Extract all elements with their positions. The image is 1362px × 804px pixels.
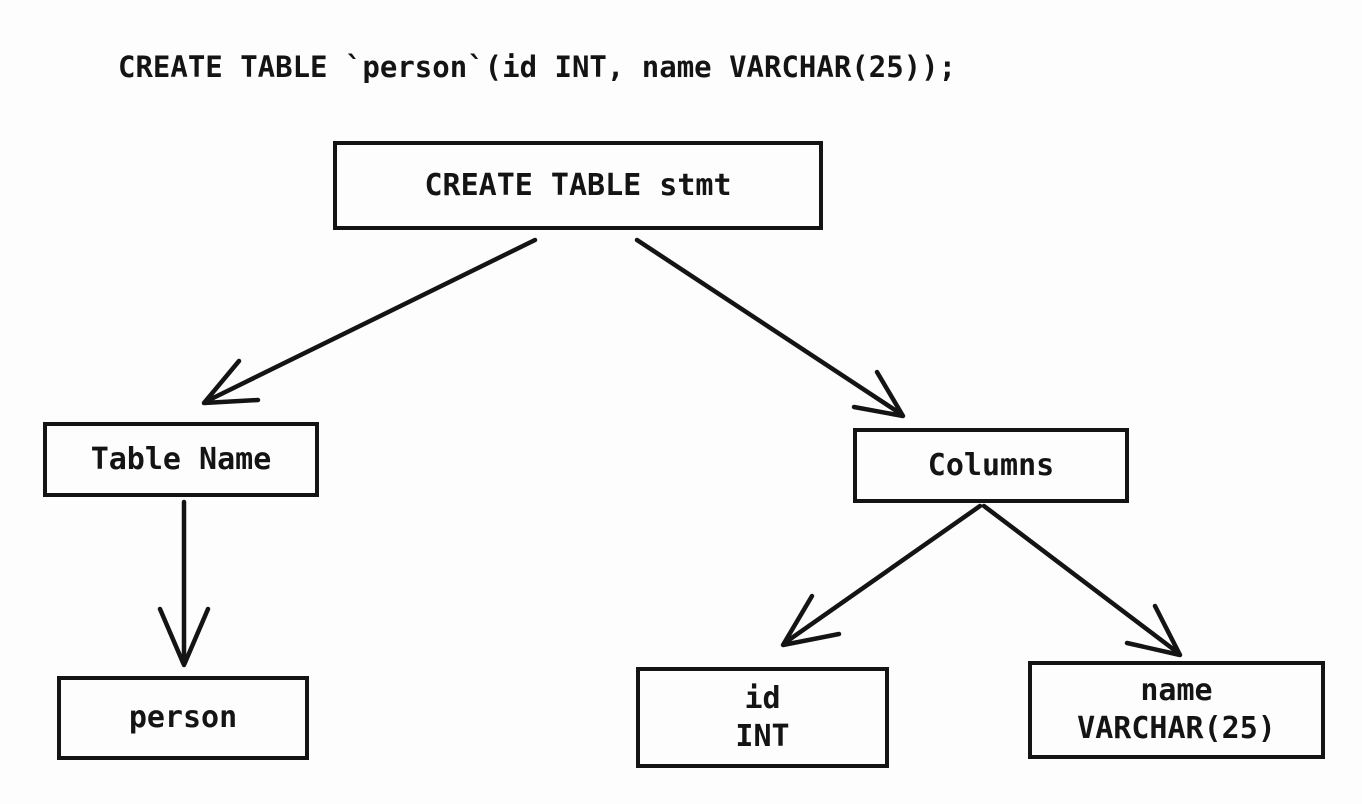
node-label: person: [128, 700, 238, 736]
edge-root-to-table-name-arrow: [201, 237, 538, 406]
node-id-int: id INT: [636, 667, 889, 768]
node-label: Table Name: [90, 441, 272, 477]
edge-columns-to-name-arrow: [981, 503, 1183, 658]
node-label: Columns: [927, 447, 1055, 483]
edge-table-name-to-person-arrow: [157, 499, 211, 668]
node-label: CREATE TABLE stmt: [424, 167, 732, 203]
node-columns: Columns: [853, 428, 1129, 503]
node-label-line: VARCHAR(25): [1077, 711, 1276, 746]
node-label-line: name: [1140, 673, 1213, 709]
node-create-table-stmt: CREATE TABLE stmt: [333, 141, 823, 230]
node-label-line: INT: [735, 718, 790, 754]
sql-statement-text: CREATE TABLE `person`(id INT, name VARCH…: [118, 50, 957, 84]
node-label-line: id: [744, 680, 781, 716]
edge-columns-to-id-arrow: [780, 503, 983, 648]
node-name-varchar: name VARCHAR(25): [1028, 661, 1325, 759]
node-table-name: Table Name: [43, 422, 319, 497]
node-person: person: [57, 676, 309, 760]
edge-root-to-columns-arrow: [634, 237, 906, 419]
